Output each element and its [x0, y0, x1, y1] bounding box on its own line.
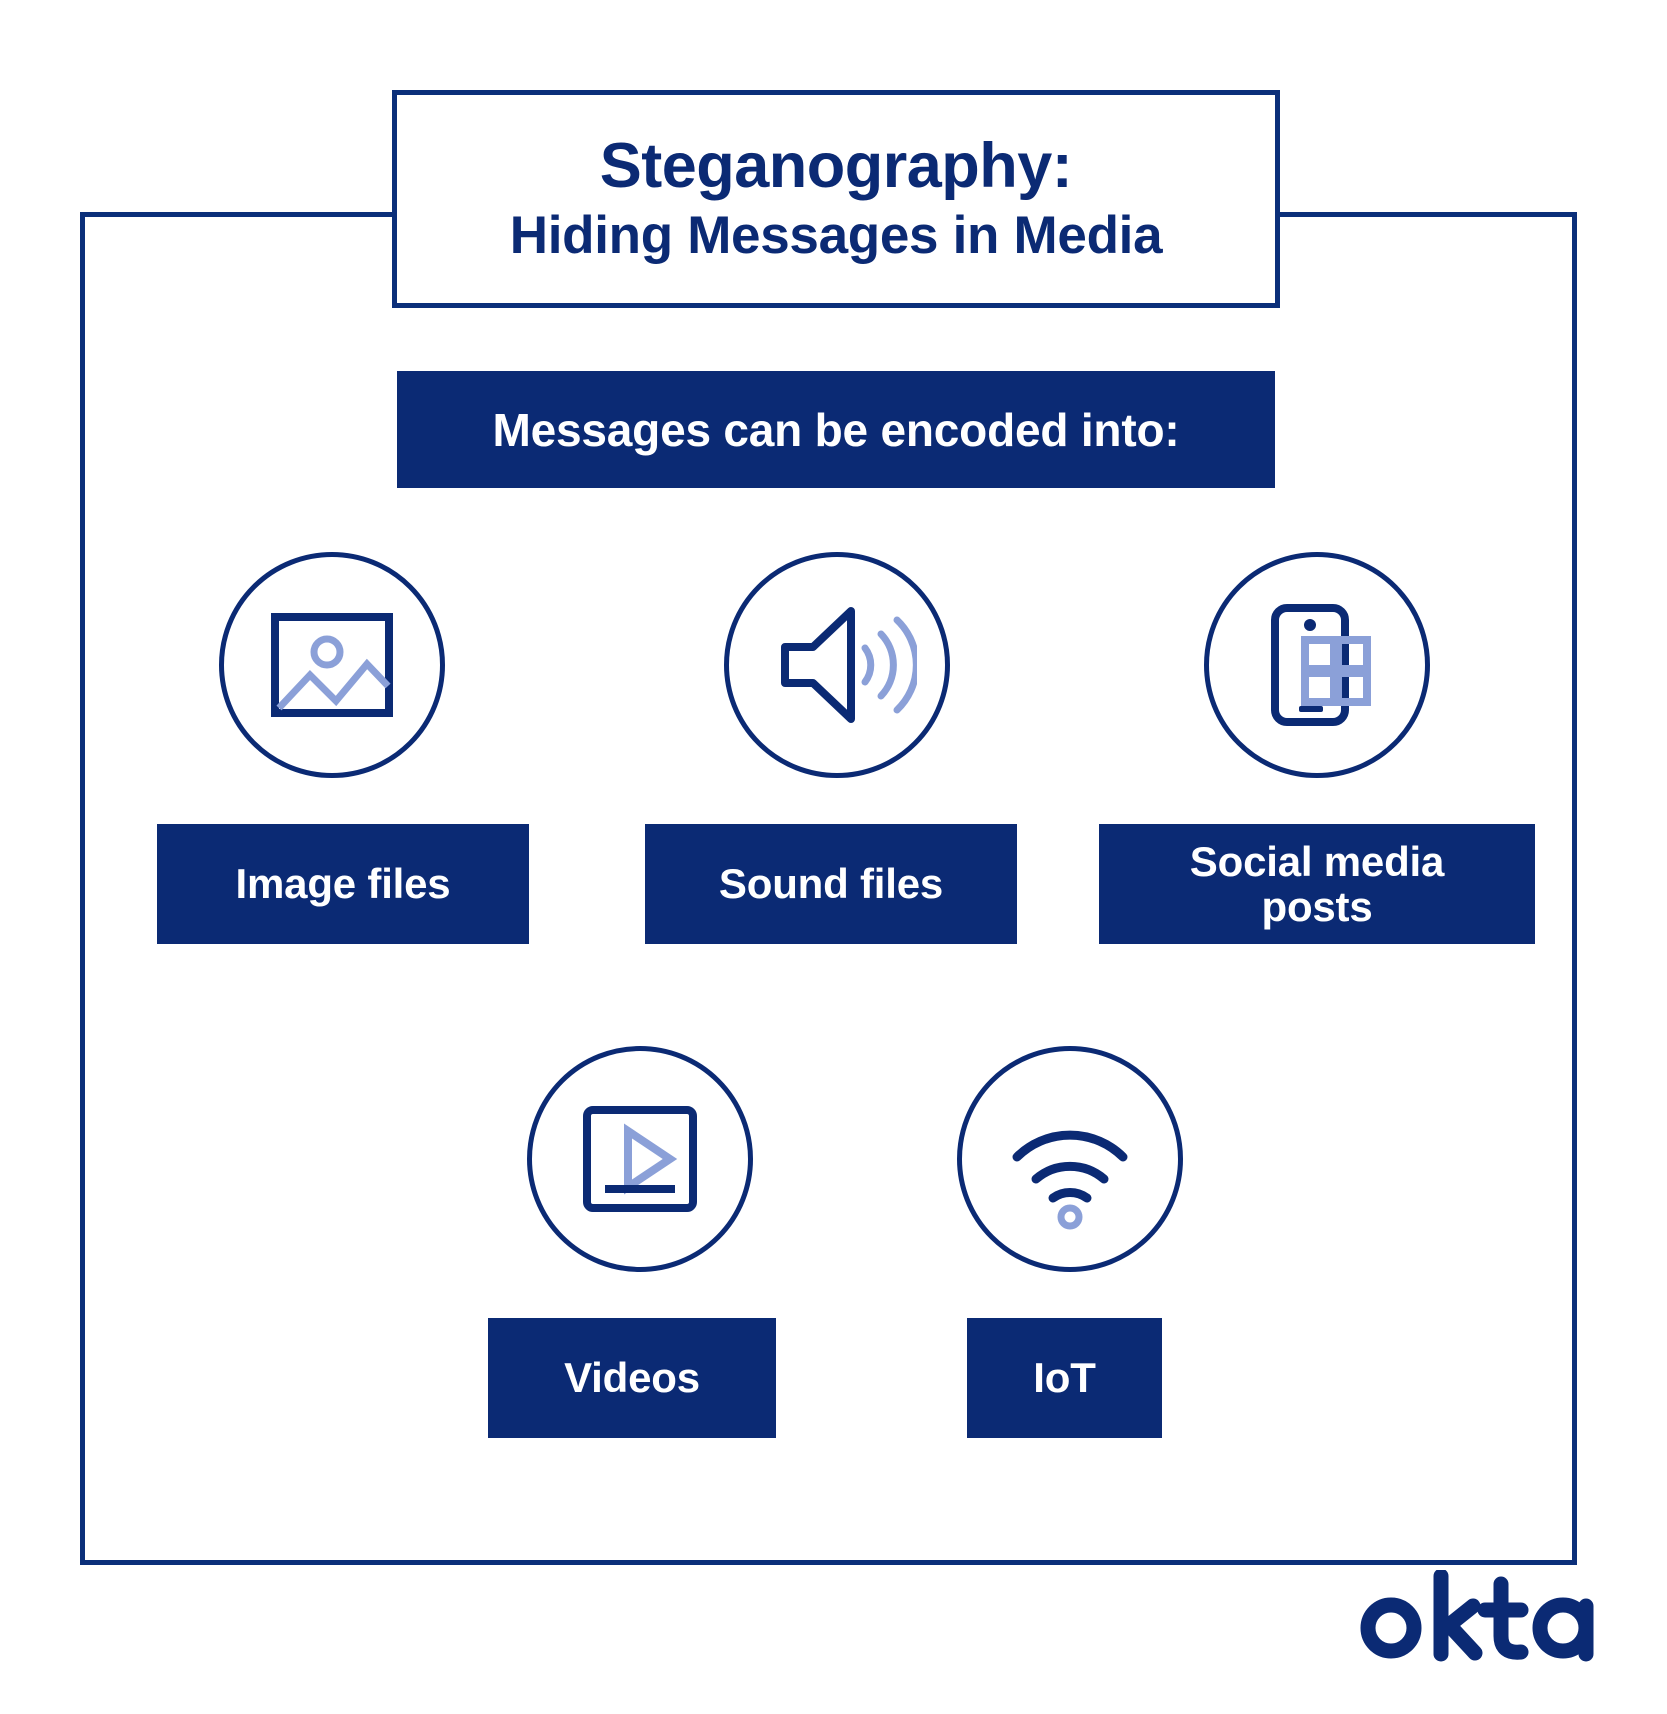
social-media-icon-circle [1204, 552, 1430, 778]
label-chip-image-files: Image files [157, 824, 529, 944]
label-sound-files: Sound files [718, 860, 944, 908]
label-videos: Videos [564, 1354, 700, 1402]
label-iot: IoT [1033, 1354, 1096, 1402]
video-player-icon [565, 1084, 715, 1234]
image-icon [257, 590, 407, 740]
sound-files-icon-circle [724, 552, 950, 778]
iot-icon-circle [957, 1046, 1183, 1272]
wifi-icon [995, 1084, 1145, 1234]
label-chip-sound-files: Sound files [645, 824, 1017, 944]
label-social-media-posts: Social media posts [1189, 837, 1445, 930]
label-image-files: Image files [235, 860, 451, 908]
label-chip-videos: Videos [488, 1318, 776, 1438]
section-banner-label: Messages can be encoded into: [492, 403, 1180, 456]
image-files-icon-circle [219, 552, 445, 778]
title-card: Steganography: Hiding Messages in Media [392, 90, 1280, 308]
okta-logo: okta [1355, 1568, 1605, 1662]
label-chip-social-media-posts: Social media posts [1099, 824, 1535, 944]
section-banner: Messages can be encoded into: [397, 371, 1275, 488]
label-social-media-line-2: posts [1261, 883, 1373, 930]
label-chip-iot: IoT [967, 1318, 1162, 1438]
videos-icon-circle [527, 1046, 753, 1272]
smartphone-apps-icon [1242, 590, 1392, 740]
speaker-icon [757, 590, 917, 740]
page-title-line-2: Hiding Messages in Media [509, 205, 1163, 265]
label-social-media-line-1: Social media [1189, 837, 1445, 885]
page-title-line-1: Steganography: [599, 130, 1073, 201]
